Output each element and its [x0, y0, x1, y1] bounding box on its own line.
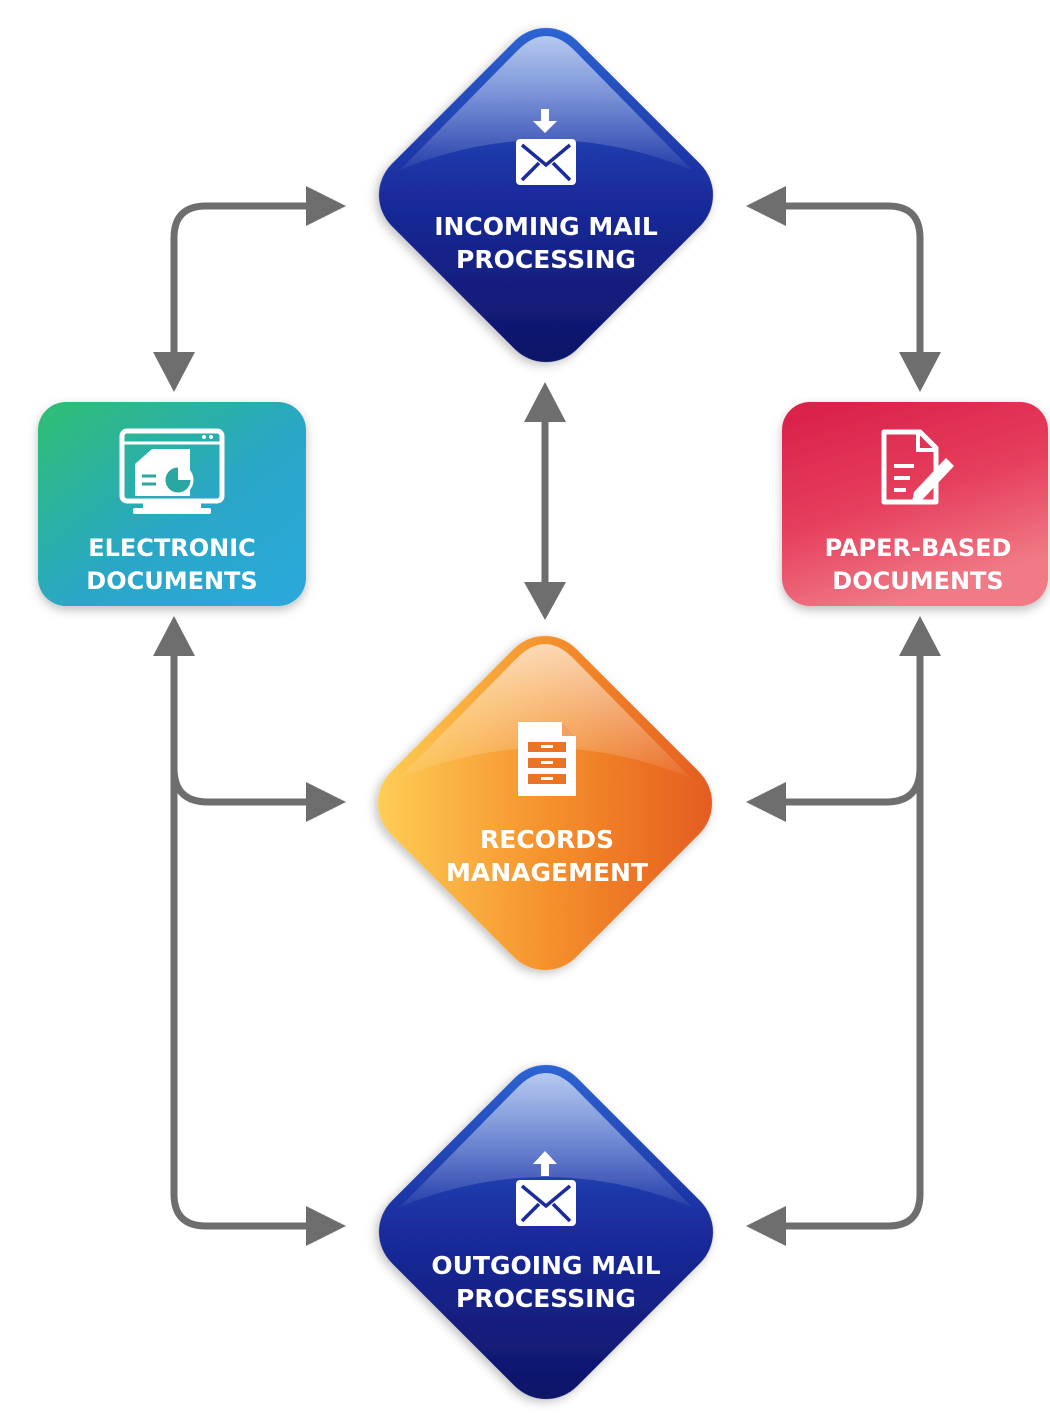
arrowhead-to-paper-bottom: [899, 616, 941, 656]
connector-paper-incoming: [782, 202, 924, 355]
arrowhead-to-outgoing-right: [746, 1206, 786, 1246]
mail-in-icon: [516, 109, 576, 185]
connector-paper-outgoing: [782, 768, 924, 1230]
arrowhead-to-incoming-right: [746, 186, 786, 226]
records-management-node[interactable]: RECORDS MANAGEMENT: [360, 618, 731, 989]
connectors: [170, 202, 924, 1230]
outgoing-gloss: [400, 1073, 692, 1207]
connector-electronic-incoming: [170, 202, 310, 355]
paper-label-line1: PAPER-BASED: [825, 534, 1012, 562]
records-label-line2: MANAGEMENT: [446, 858, 648, 887]
incoming-mail-node[interactable]: INCOMING MAIL PROCESSING: [361, 10, 732, 381]
electronic-label-line1: ELECTRONIC: [88, 534, 256, 562]
outgoing-mail-node[interactable]: OUTGOING MAIL PROCESSING: [361, 1047, 732, 1414]
arrowhead-to-incoming-left: [306, 186, 346, 226]
arrowhead-to-incoming-bottom: [524, 382, 566, 422]
arrowhead-to-outgoing-left: [306, 1206, 346, 1246]
connector-electronic-outgoing: [170, 768, 310, 1230]
connector-paper-records: [782, 654, 924, 806]
document-pen-icon: [881, 429, 954, 505]
monitor-chart-icon: [119, 428, 225, 514]
arrowhead-to-records-top: [524, 582, 566, 620]
incoming-label-line1: INCOMING MAIL: [434, 212, 658, 241]
arrowhead-to-records-left: [306, 782, 346, 822]
outgoing-label-line2: PROCESSING: [456, 1284, 636, 1313]
arrowhead-to-electronic-bottom: [153, 616, 195, 656]
mail-out-icon: [516, 1151, 576, 1226]
paper-based-documents-node[interactable]: PAPER-BASED DOCUMENTS: [782, 402, 1048, 606]
arrowhead-to-records-right: [746, 782, 786, 822]
incoming-label-line2: PROCESSING: [456, 245, 636, 274]
incoming-gloss: [400, 36, 692, 170]
records-gloss: [399, 644, 691, 778]
paper-label-line2: DOCUMENTS: [832, 567, 1003, 595]
arrowheads: [153, 186, 941, 1246]
electronic-documents-node[interactable]: ELECTRONIC DOCUMENTS: [38, 402, 306, 606]
electronic-label-line2: DOCUMENTS: [86, 567, 257, 595]
outgoing-label-line1: OUTGOING MAIL: [431, 1251, 660, 1280]
records-label-line1: RECORDS: [480, 825, 614, 854]
connector-electronic-records: [170, 654, 310, 806]
file-cabinet-icon: [518, 722, 576, 796]
arrowhead-to-paper-top: [899, 352, 941, 392]
arrowhead-to-electronic-top: [153, 352, 195, 392]
